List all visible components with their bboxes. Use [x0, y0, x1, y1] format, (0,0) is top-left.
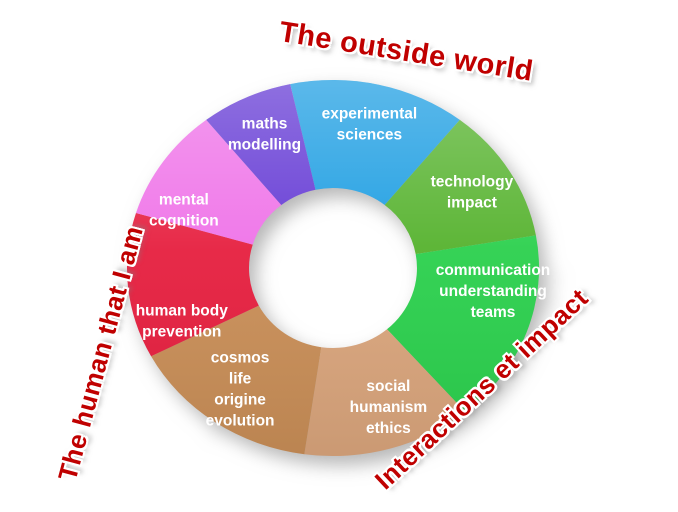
ring-sheen-overlay — [127, 80, 539, 456]
